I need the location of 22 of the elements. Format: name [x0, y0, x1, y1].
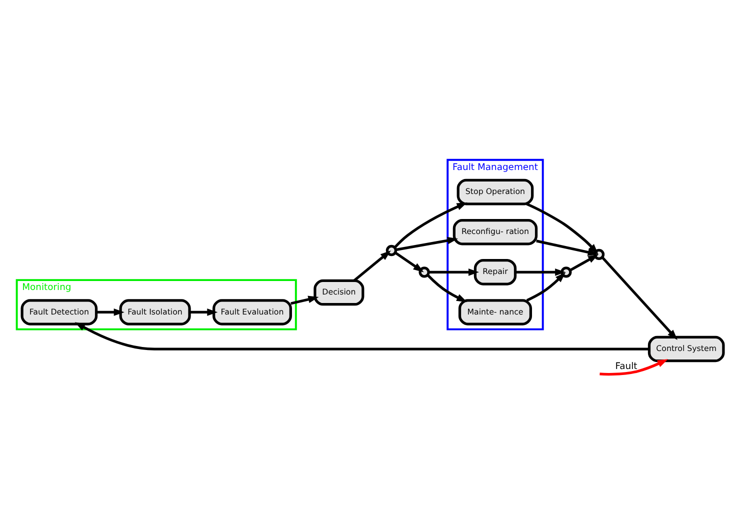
arrow: [353, 250, 391, 282]
arrow: [190, 308, 218, 316]
arrow: [290, 296, 319, 305]
arrow: [426, 274, 468, 302]
arrow: [536, 240, 598, 256]
arrow: [570, 254, 599, 272]
node-circle: [418, 266, 430, 278]
arrow: [74, 322, 650, 350]
arrow: [601, 256, 678, 340]
node-circle: [560, 266, 572, 278]
arrow: [394, 252, 424, 272]
arrow: [526, 272, 566, 302]
arrow: [515, 268, 566, 276]
arrow: [428, 268, 480, 276]
edge-label: Fault: [615, 360, 638, 372]
arrow: [600, 359, 668, 376]
arrow: [394, 202, 468, 248]
node-circle: [386, 244, 398, 256]
node-circle: [593, 248, 605, 260]
arrow: [526, 202, 598, 254]
arrow: [96, 308, 124, 316]
arrow: [396, 236, 458, 252]
